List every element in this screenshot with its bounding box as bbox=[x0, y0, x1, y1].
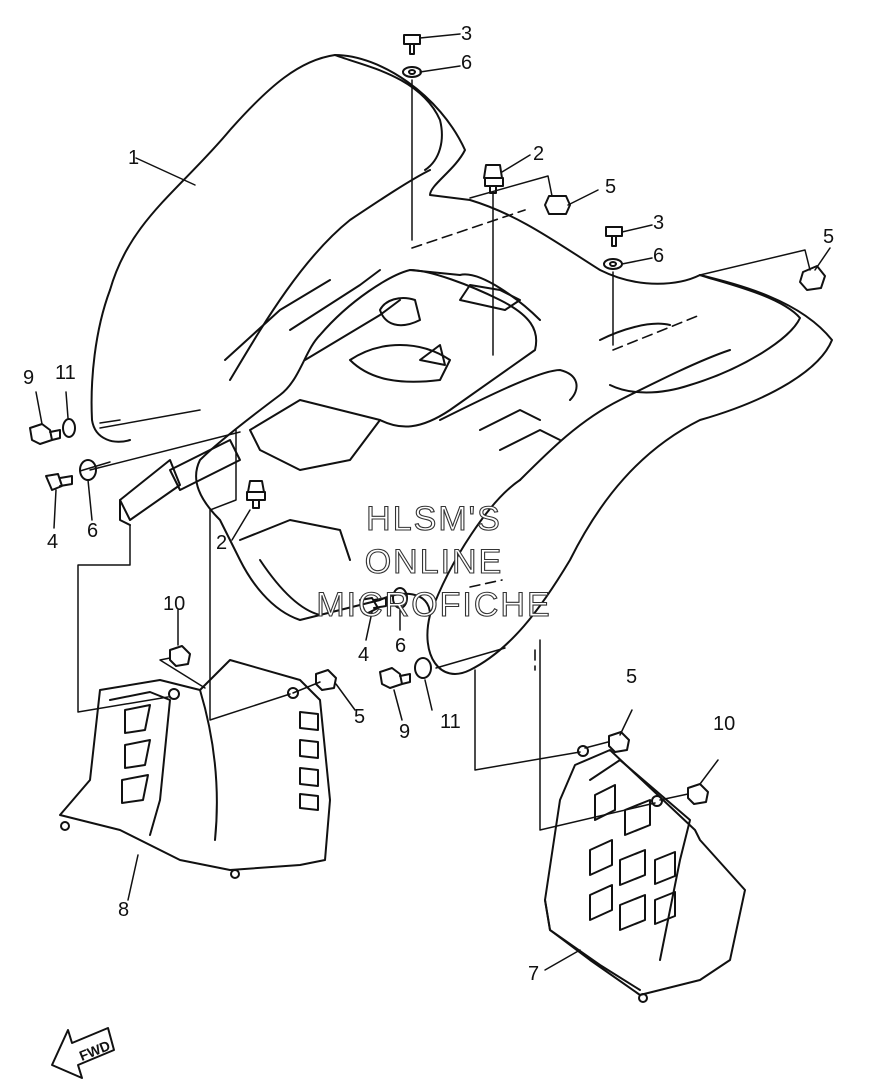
nut-10-right bbox=[687, 783, 709, 805]
fwd-arrow-icon bbox=[51, 1027, 115, 1079]
bolt-2-left bbox=[246, 480, 266, 509]
bolt-9-mid bbox=[379, 667, 411, 689]
watermark-line-3: MICROFICHE bbox=[316, 586, 551, 624]
callout-5-right: 5 bbox=[823, 226, 834, 248]
callout-6-left: 6 bbox=[87, 520, 98, 542]
callout-8: 8 bbox=[118, 899, 129, 921]
callout-2-top: 2 bbox=[533, 143, 544, 165]
nut-5-left bbox=[315, 669, 337, 691]
watermark-line-2: ONLINE bbox=[365, 543, 504, 581]
washer-6-top bbox=[402, 66, 422, 78]
right-side-guard bbox=[544, 745, 746, 1003]
nut-5-right bbox=[799, 265, 826, 291]
watermark-line-1: HLSM'S bbox=[366, 500, 502, 538]
callout-5-lower: 5 bbox=[626, 666, 637, 688]
forward-direction-indicator: FWD bbox=[51, 1027, 115, 1079]
left-side-guard bbox=[59, 659, 331, 879]
nut-5-lower bbox=[608, 731, 630, 753]
assembly-lines bbox=[77, 79, 811, 831]
washer-11-mid bbox=[414, 657, 432, 679]
callout-1: 1 bbox=[128, 147, 139, 169]
washer-11-left bbox=[62, 418, 76, 438]
leader-lines bbox=[35, 33, 831, 971]
callout-6-top: 6 bbox=[461, 52, 472, 74]
callout-labels: 1 2 2 3 3 4 4 5 5 5 5 6 6 6 6 7 8 9 9 10… bbox=[23, 23, 834, 985]
callout-10-left: 10 bbox=[163, 593, 185, 615]
nut-10-left bbox=[169, 645, 191, 667]
callout-2-left: 2 bbox=[216, 532, 227, 554]
callout-11-left: 11 bbox=[55, 362, 76, 384]
callout-5-left: 5 bbox=[354, 706, 365, 728]
nut-5-top bbox=[544, 195, 571, 215]
callout-10-right: 10 bbox=[713, 713, 735, 735]
screw-4-left bbox=[45, 473, 73, 491]
screw-3-mid bbox=[605, 226, 623, 247]
bolt-2-top bbox=[483, 164, 504, 194]
callout-4-mid: 4 bbox=[358, 644, 369, 666]
screw-3-top bbox=[403, 34, 421, 55]
callout-5-top: 5 bbox=[605, 176, 616, 198]
callout-3-mid: 3 bbox=[653, 212, 664, 234]
rear-fender bbox=[90, 54, 833, 675]
washer-6-mid bbox=[603, 258, 623, 270]
bolt-9-left bbox=[29, 423, 61, 445]
screw-4-mid bbox=[359, 597, 387, 615]
callout-11-mid: 11 bbox=[440, 711, 461, 733]
callout-3-top: 3 bbox=[461, 23, 472, 45]
callout-4-left: 4 bbox=[47, 531, 58, 553]
dashed-lines bbox=[411, 209, 701, 671]
callout-6-center: 6 bbox=[395, 635, 406, 657]
callout-7: 7 bbox=[528, 963, 539, 985]
callout-6-mid: 6 bbox=[653, 245, 664, 267]
callout-9-left: 9 bbox=[23, 367, 34, 389]
watermark: HLSM'S ONLINE MICROFICHE bbox=[316, 499, 551, 624]
callout-9-mid: 9 bbox=[399, 721, 410, 743]
